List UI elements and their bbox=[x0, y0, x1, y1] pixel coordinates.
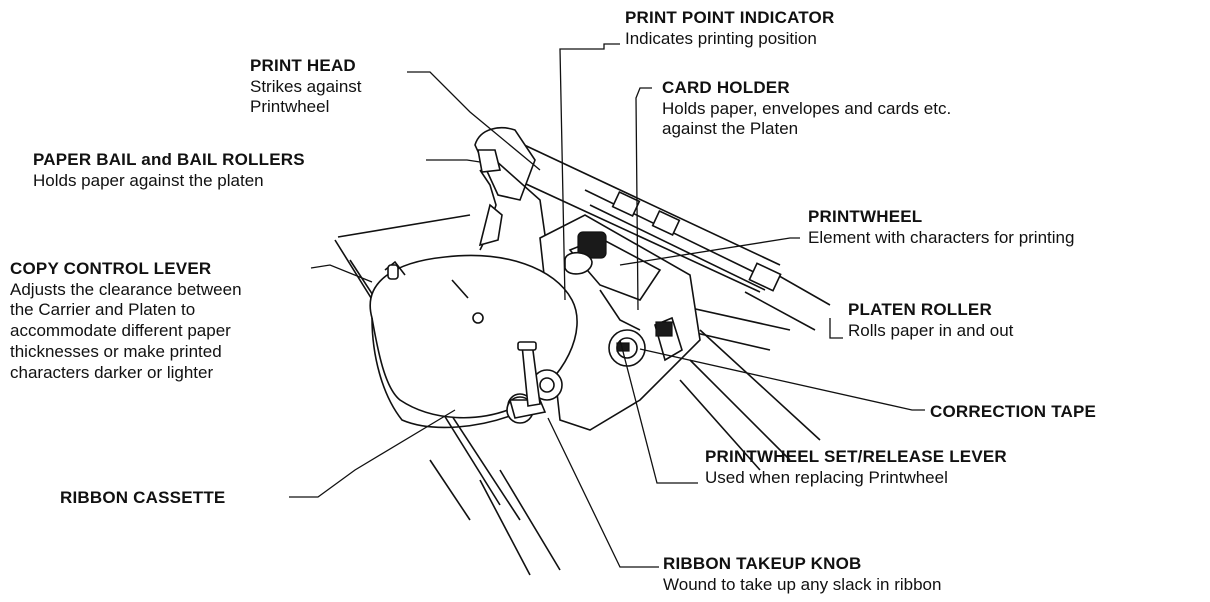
leader-print-point bbox=[559, 43, 620, 301]
ribbon-cassette-title: RIBBON CASSETTE bbox=[60, 488, 226, 507]
copy-control-desc-1: Adjusts the clearance between bbox=[10, 279, 242, 299]
takeup-knob-desc: Wound to take up any slack in ribbon bbox=[663, 574, 942, 594]
label-ribbon-takeup-knob: RIBBON TAKEUP KNOB Wound to take up any … bbox=[663, 554, 941, 595]
label-printwheel: PRINTWHEEL Element with characters for p… bbox=[808, 207, 1074, 248]
leader-takeup-knob bbox=[547, 417, 659, 568]
card-holder-desc-2: against the Platen bbox=[662, 119, 799, 139]
leader-print-head bbox=[407, 71, 541, 171]
label-print-head: PRINT HEAD Strikes against Printwheel bbox=[250, 56, 362, 118]
copy-control-desc-5: characters darker or lighter bbox=[10, 362, 214, 382]
correction-tape-title: CORRECTION TAPE bbox=[930, 402, 1097, 421]
copy-control-title: COPY CONTROL LEVER bbox=[10, 259, 212, 278]
takeup-knob-title: RIBBON TAKEUP KNOB bbox=[663, 554, 862, 573]
label-printwheel-set-release: PRINTWHEEL SET/RELEASE LEVER Used when r… bbox=[705, 447, 1007, 488]
printwheel-title: PRINTWHEEL bbox=[808, 207, 923, 226]
leader-correction-tape bbox=[639, 348, 925, 411]
leader-card-holder bbox=[635, 87, 652, 311]
leader-printwheel bbox=[619, 237, 800, 266]
platen-roller-desc: Rolls paper in and out bbox=[848, 320, 1014, 340]
label-platen-roller: PLATEN ROLLER Rolls paper in and out bbox=[848, 300, 1013, 341]
card-holder-desc-1: Holds paper, envelopes and cards etc. bbox=[662, 98, 952, 118]
copy-control-desc-3: accommodate different paper bbox=[10, 321, 231, 341]
label-paper-bail: PAPER BAIL and BAIL ROLLERS Holds paper … bbox=[33, 150, 305, 191]
set-release-desc: Used when replacing Printwheel bbox=[705, 467, 948, 487]
label-print-point-indicator: PRINT POINT INDICATOR Indicates printing… bbox=[625, 8, 834, 49]
print-head-title: PRINT HEAD bbox=[250, 56, 356, 75]
print-point-title: PRINT POINT INDICATOR bbox=[625, 8, 835, 27]
paper-bail-desc: Holds paper against the platen bbox=[33, 170, 264, 190]
leader-ribbon-cassette bbox=[289, 409, 456, 498]
printwheel-desc: Element with characters for printing bbox=[808, 227, 1075, 247]
print-head-bail bbox=[474, 127, 546, 251]
print-head-desc-1: Strikes against bbox=[250, 76, 362, 96]
paper-bail-title: PAPER BAIL and BAIL ROLLERS bbox=[33, 150, 305, 169]
label-ribbon-cassette: RIBBON CASSETTE bbox=[60, 488, 225, 509]
label-copy-control-lever: COPY CONTROL LEVER Adjusts the clearance… bbox=[10, 259, 242, 383]
leader-set-release bbox=[619, 339, 698, 484]
label-correction-tape: CORRECTION TAPE bbox=[930, 402, 1096, 423]
copy-control-desc-4: thicknesses or make printed bbox=[10, 341, 222, 361]
leader-platen-roller bbox=[829, 318, 843, 339]
leader-paper-bail bbox=[426, 159, 481, 163]
platen-roller-title: PLATEN ROLLER bbox=[848, 300, 992, 319]
print-point-desc: Indicates printing position bbox=[625, 28, 817, 48]
leader-copy-control bbox=[310, 264, 373, 283]
card-holder-title: CARD HOLDER bbox=[662, 78, 790, 97]
set-release-title: PRINTWHEEL SET/RELEASE LEVER bbox=[705, 447, 1007, 466]
copy-control-desc-2: the Carrier and Platen to bbox=[10, 300, 196, 320]
print-head-desc-2: Printwheel bbox=[250, 97, 330, 117]
label-card-holder: CARD HOLDER Holds paper, envelopes and c… bbox=[662, 78, 951, 140]
